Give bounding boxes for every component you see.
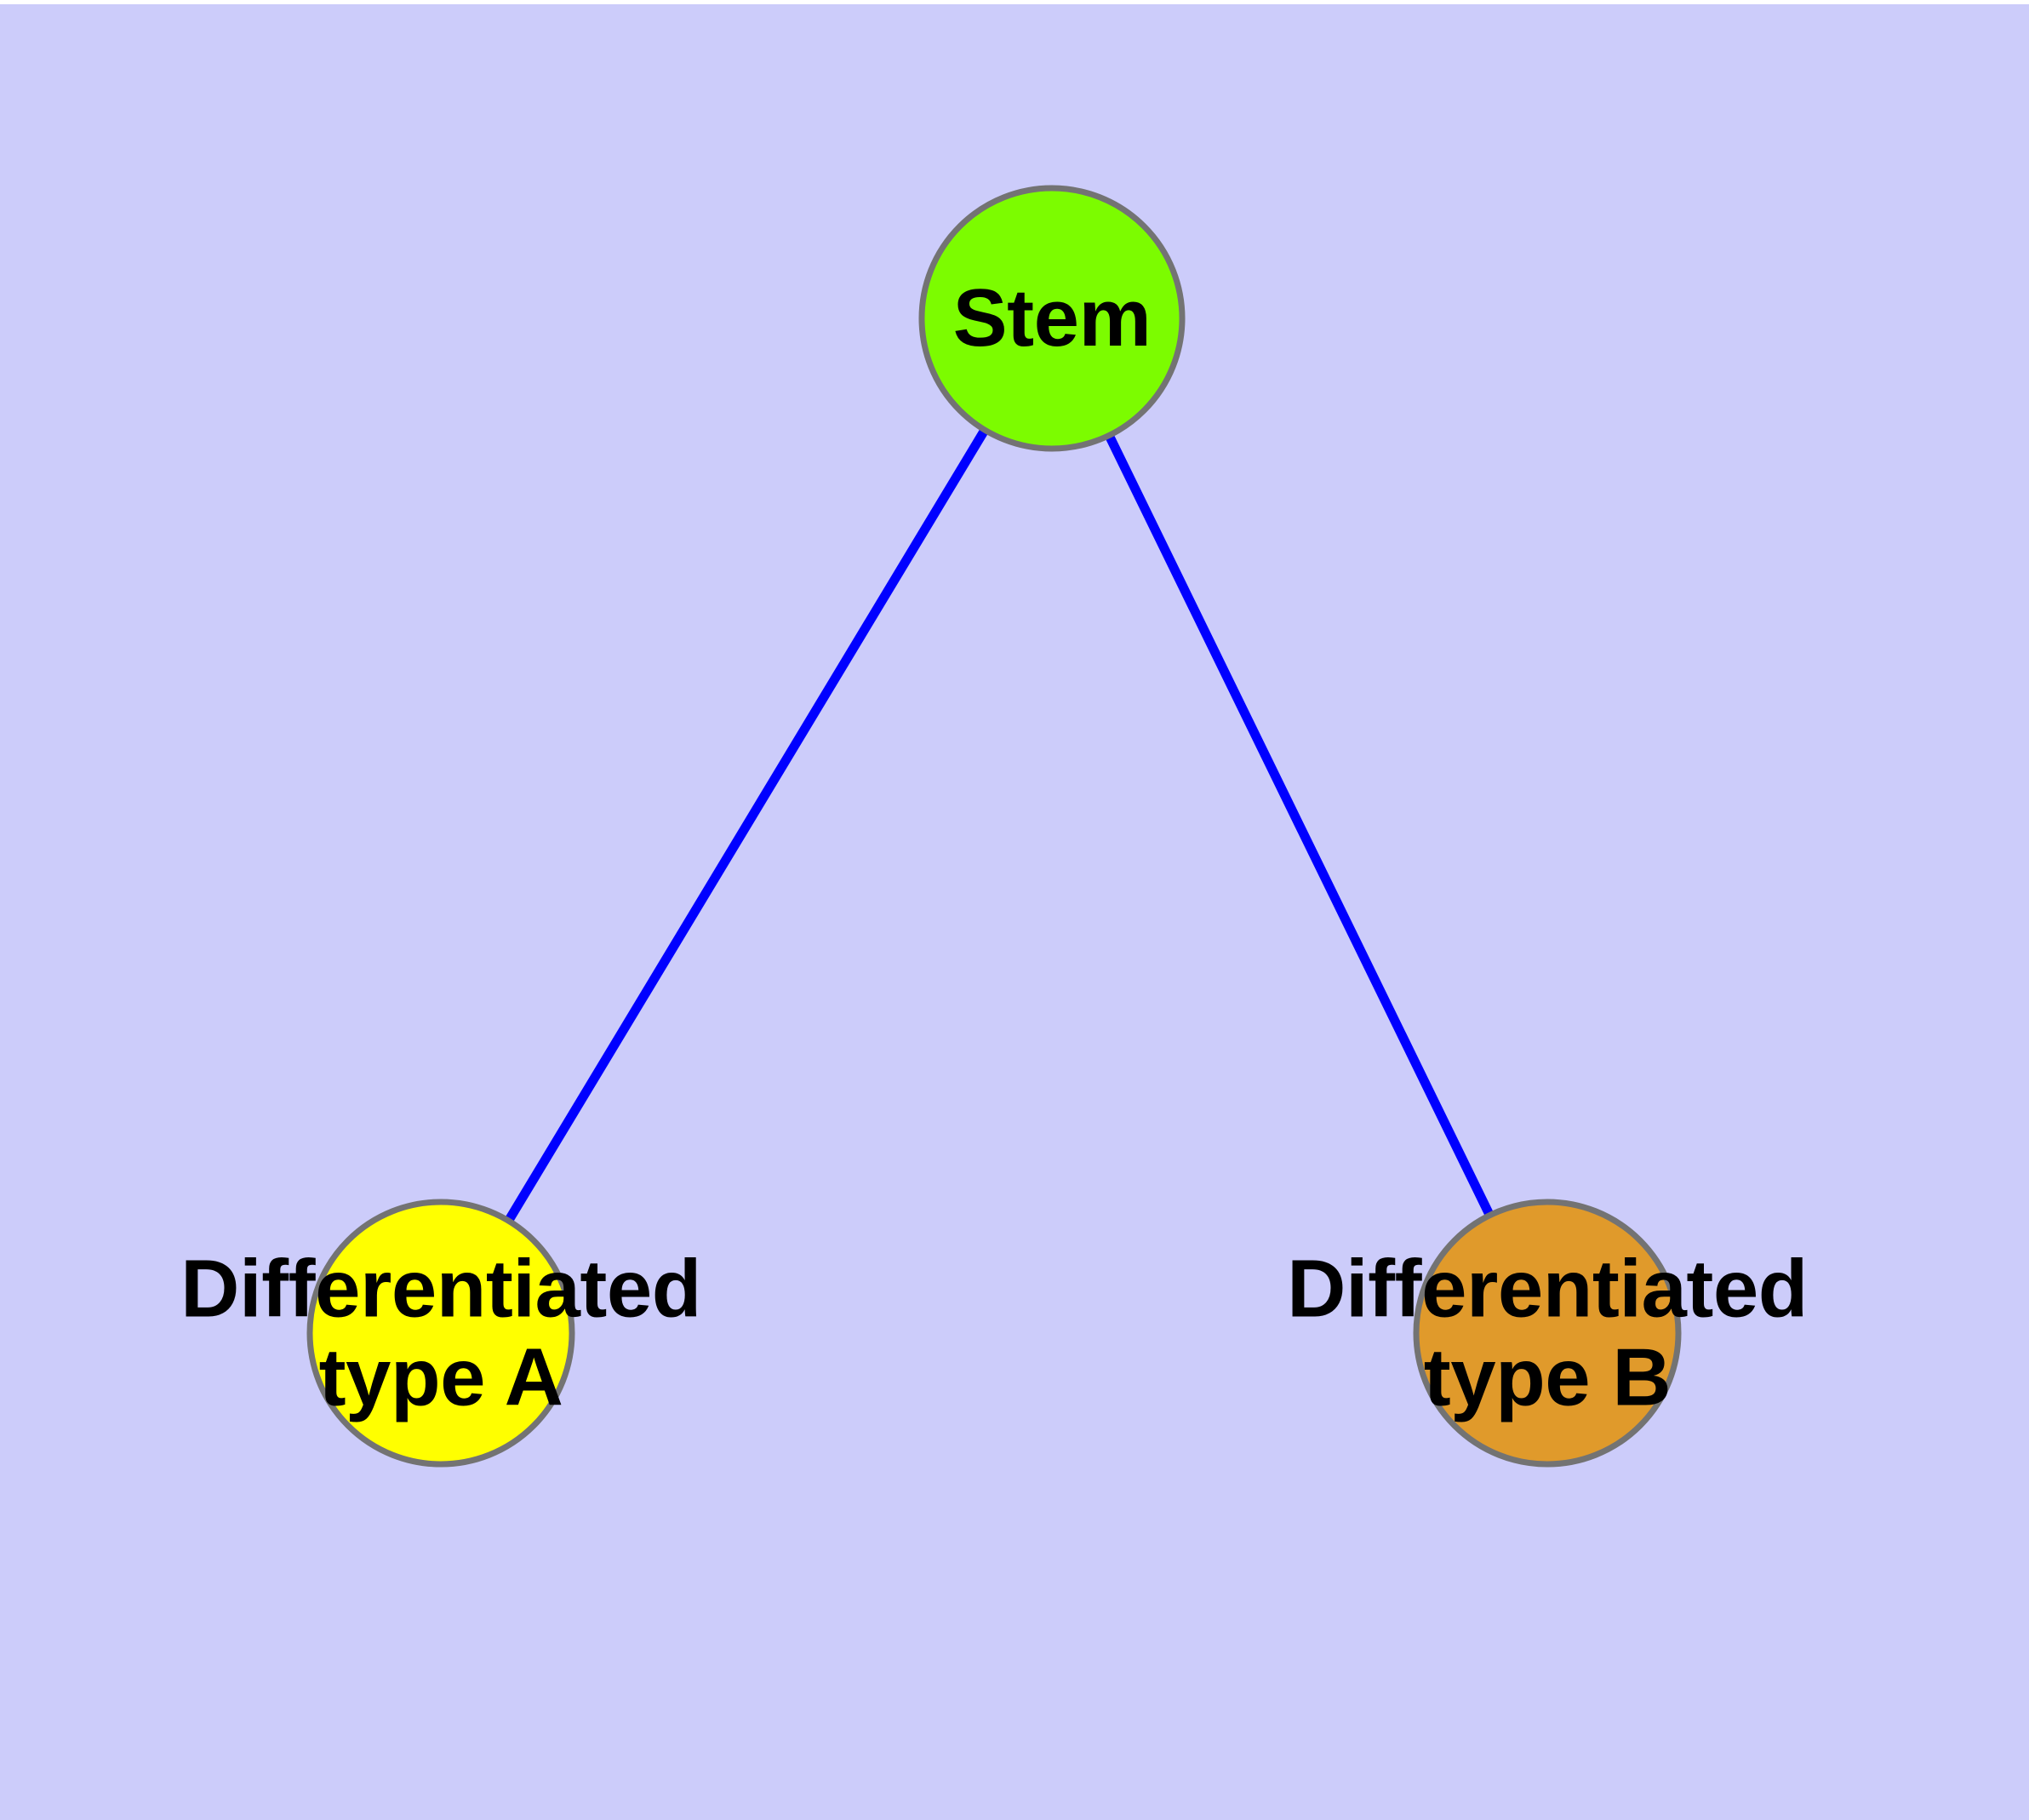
node-circle-stem[interactable] xyxy=(918,185,1186,452)
edge-stem-to-differentiated-type-a xyxy=(503,426,990,1225)
edge-layer xyxy=(503,426,1495,1225)
node-circle-differentiated-type-a[interactable] xyxy=(306,1199,575,1468)
edge-stem-to-differentiated-type-b xyxy=(1104,432,1495,1219)
node-layer xyxy=(306,185,1682,1468)
node-circle-differentiated-type-b[interactable] xyxy=(1413,1199,1682,1468)
